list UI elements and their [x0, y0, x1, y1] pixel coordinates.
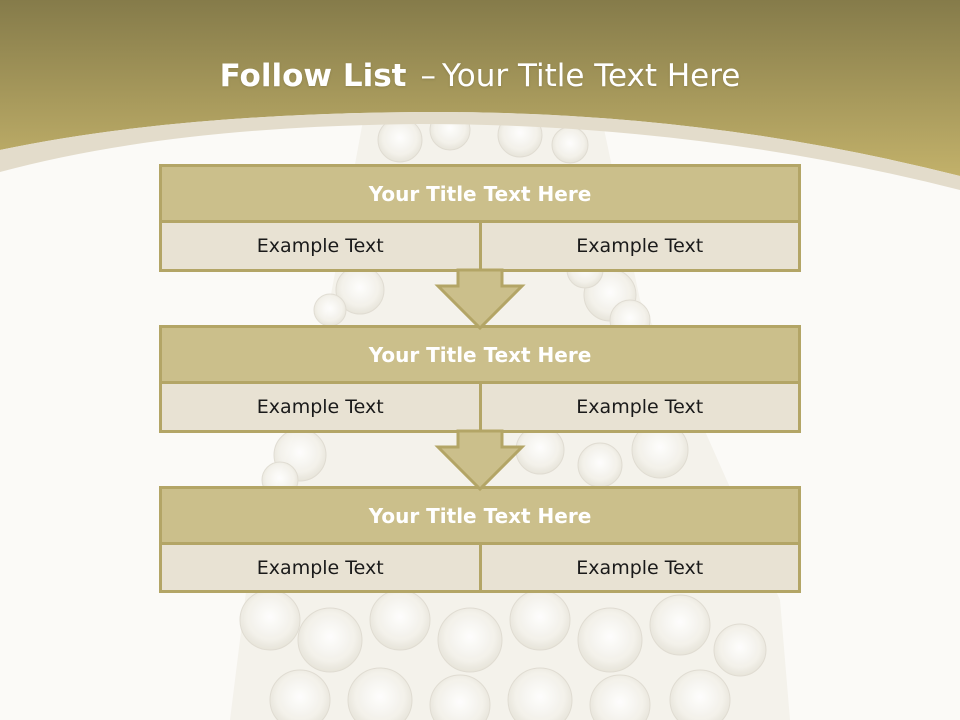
title-separator: –	[420, 58, 436, 94]
step-row-1: Example Text Example Text	[162, 223, 798, 269]
step-1-left-cell: Example Text	[162, 223, 479, 269]
header-band	[0, 0, 960, 190]
slide-title: Follow List–Your Title Text Here	[0, 54, 960, 98]
step-2-left-cell: Example Text	[162, 384, 479, 430]
step-3-left-cell: Example Text	[162, 545, 479, 590]
step-title-3: Your Title Text Here	[162, 489, 798, 545]
step-box-2: Your Title Text Here Example Text Exampl…	[159, 325, 801, 433]
step-row-3: Example Text Example Text	[162, 545, 798, 590]
step-3-right-cell: Example Text	[478, 545, 798, 590]
step-1-right-cell: Example Text	[478, 223, 798, 269]
step-title-2: Your Title Text Here	[162, 328, 798, 384]
title-rest: Your Title Text Here	[441, 58, 741, 94]
step-box-3: Your Title Text Here Example Text Exampl…	[159, 486, 801, 593]
step-row-2: Example Text Example Text	[162, 384, 798, 430]
step-box-1: Your Title Text Here Example Text Exampl…	[159, 164, 801, 272]
step-2-right-cell: Example Text	[478, 384, 798, 430]
step-title-1: Your Title Text Here	[162, 167, 798, 223]
title-bold: Follow List	[219, 58, 407, 94]
